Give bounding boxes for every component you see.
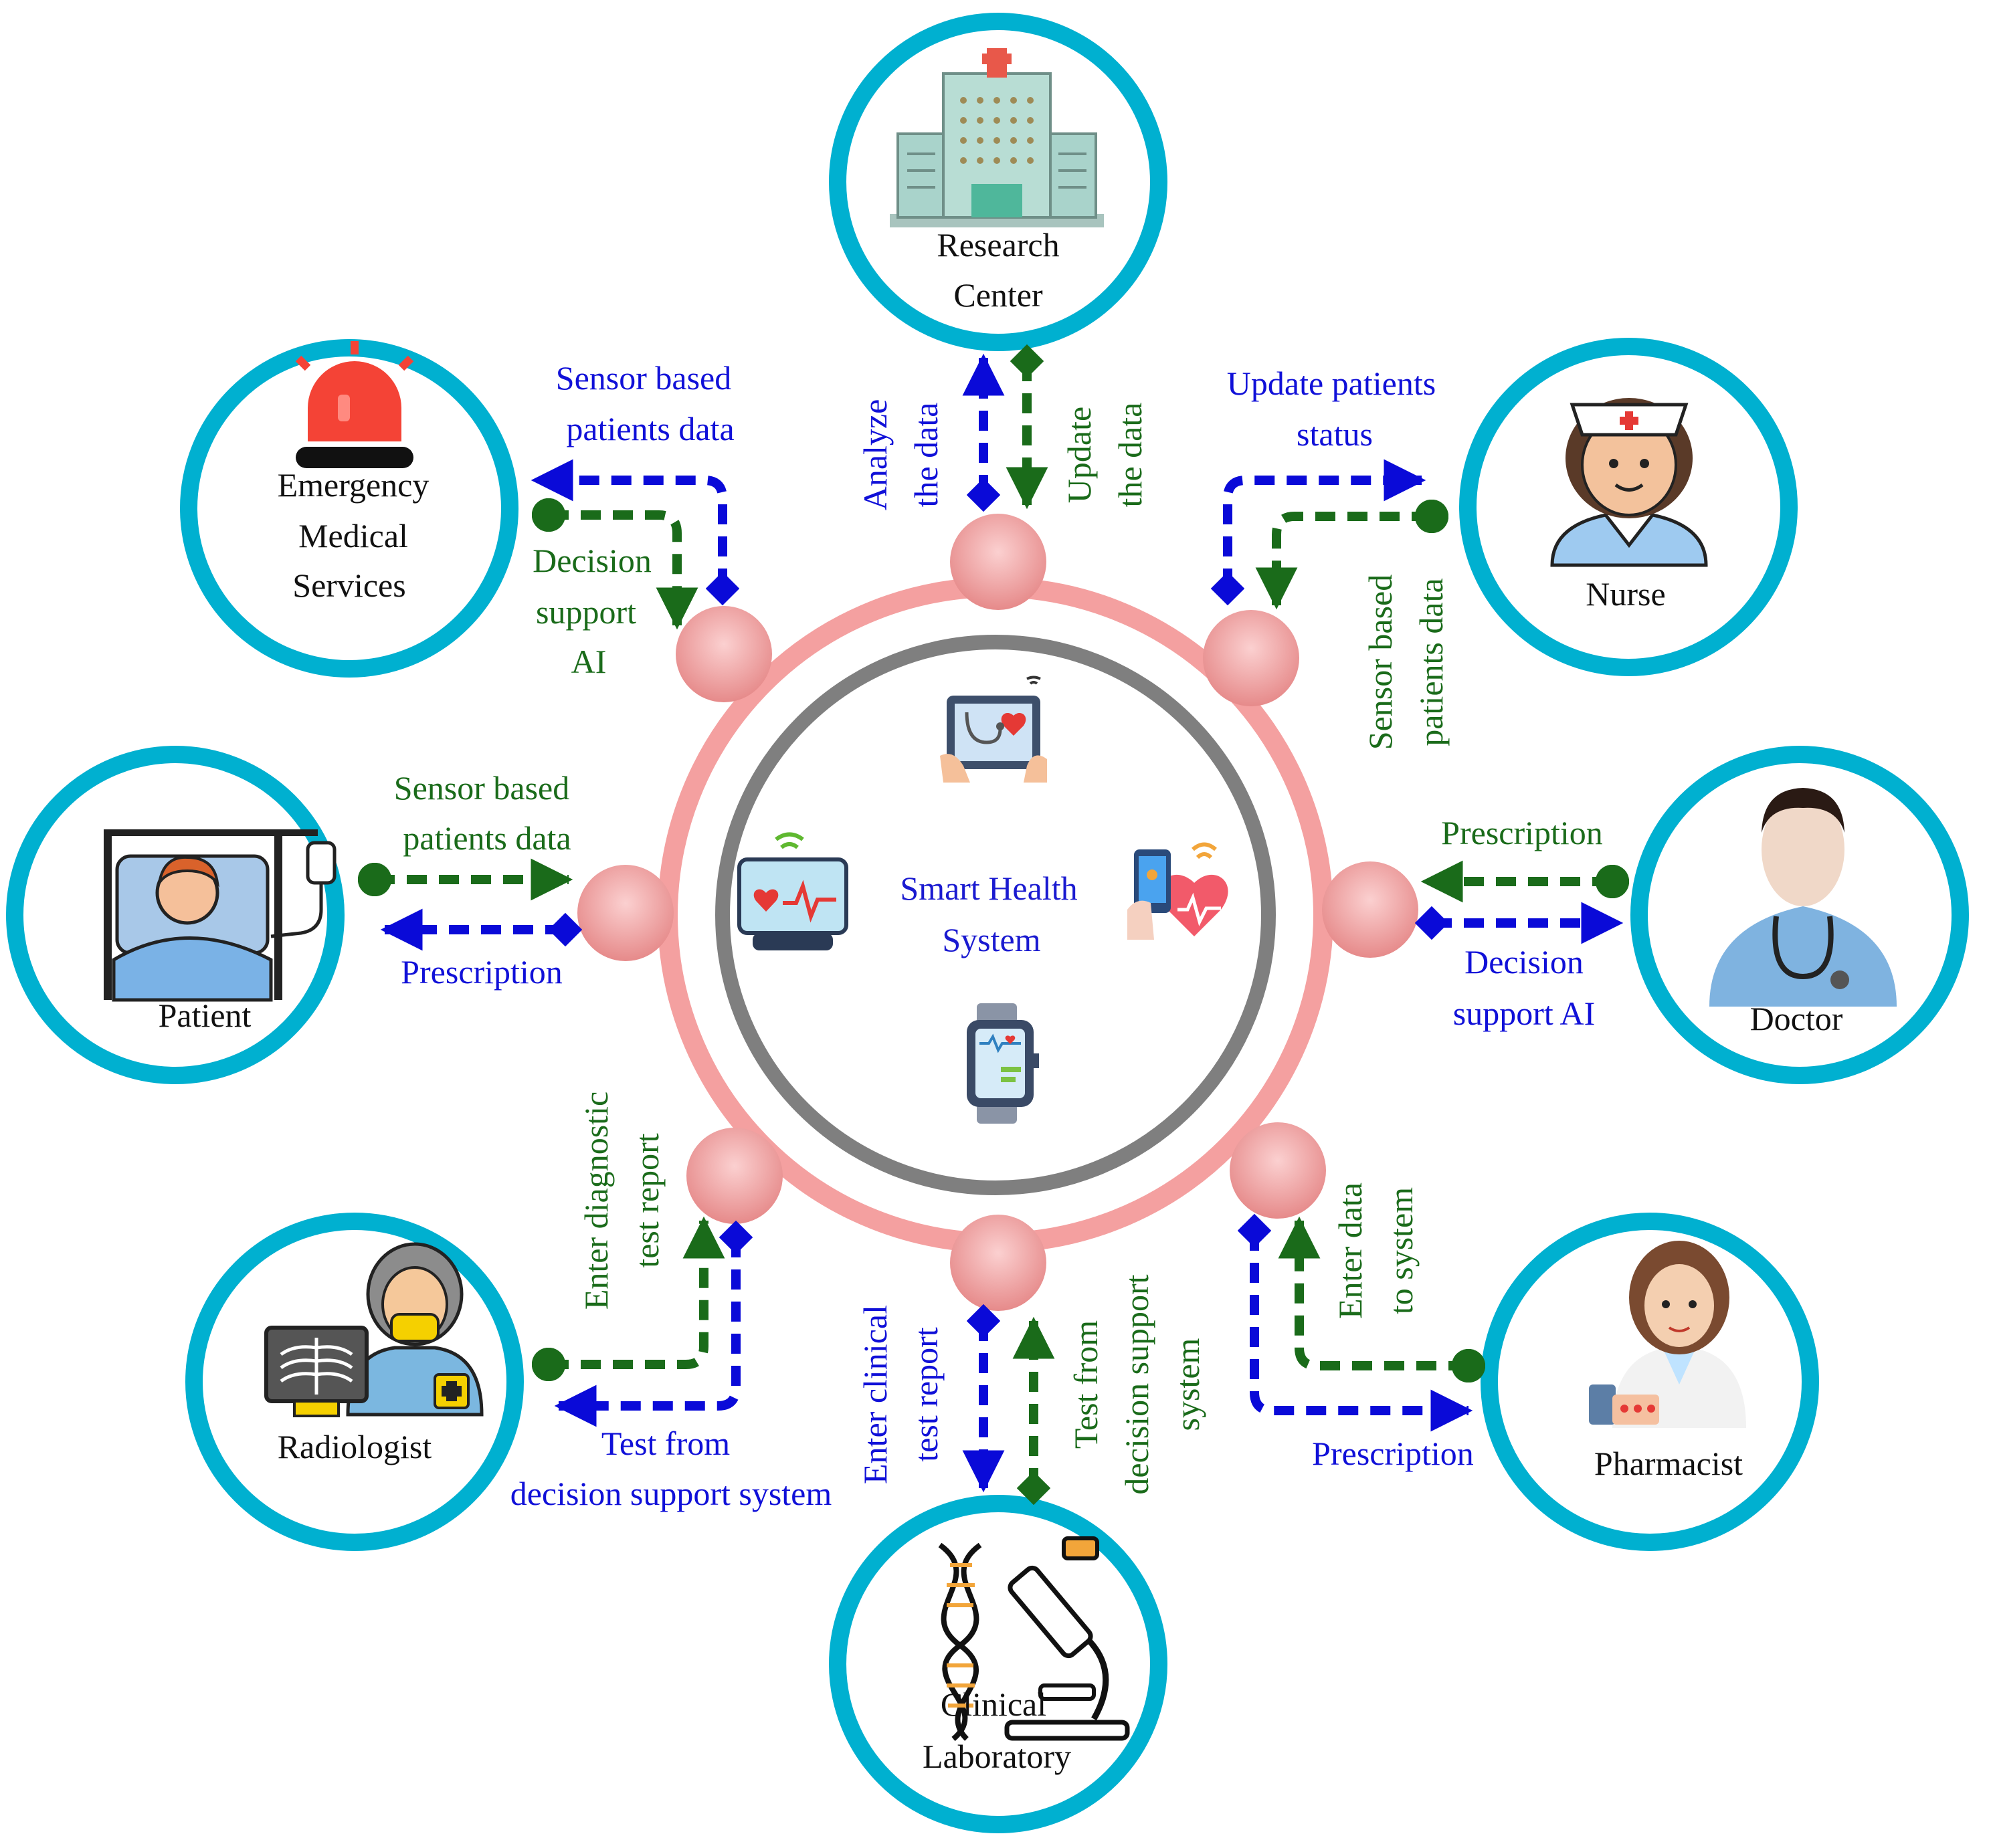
center-label-1: Smart Health: [900, 869, 1077, 907]
nurse-in-label-1: Sensor based: [1361, 575, 1399, 750]
hub-top: [950, 514, 1046, 610]
alarm-siren-icon: [295, 341, 414, 468]
ems-green-arrow: [531, 498, 698, 630]
lab-out-label-2: test report: [907, 1327, 945, 1461]
nurse-in-label-2: patients data: [1412, 578, 1450, 746]
pharm-in-label-1: Enter data: [1331, 1183, 1369, 1319]
entity-circles: [6, 13, 1969, 1833]
ems-out-label-2: patients data: [566, 410, 734, 447]
lab-out-label-1: Enter clinical: [856, 1305, 894, 1484]
nurse-blue-arrow: [1210, 459, 1426, 606]
lab-in-label-3: system: [1169, 1338, 1206, 1431]
ems-label-1: Emergency: [278, 466, 430, 504]
inner-ring: [715, 635, 1276, 1195]
ems-label-3: Services: [292, 567, 405, 604]
nurse-green-arrow: [1255, 499, 1449, 610]
doctor-out-label-2: support AI: [1453, 995, 1596, 1032]
flow-arrows: [357, 344, 1630, 1506]
radiologist-icon: [264, 1242, 484, 1417]
ems-in-label-3: AI: [571, 643, 607, 680]
tablet-telemedicine-icon: [940, 676, 1047, 783]
nurse-out-label-1: Update patients: [1227, 365, 1436, 402]
hub-top-left: [676, 606, 772, 702]
research-label-1: Research: [937, 226, 1059, 264]
nurse-icon: [1550, 398, 1708, 567]
pharm-in-label-2: to system: [1382, 1187, 1420, 1314]
pharmacist-icon: [1589, 1241, 1746, 1428]
radio-in-label-1: Enter diagnostic: [577, 1092, 615, 1310]
hub-bottom-right: [1230, 1122, 1326, 1219]
ems-out-label-1: Sensor based: [556, 359, 731, 397]
doctor-in-label: Prescription: [1441, 814, 1603, 851]
pharmacist-green-arrow: [1278, 1216, 1486, 1383]
patient-label: Patient: [159, 997, 252, 1034]
lab-node: [829, 1495, 1167, 1833]
hub-right: [1322, 861, 1418, 958]
microscope-dna-icon: [938, 1536, 1130, 1742]
patient-in-label-1: Sensor based: [394, 769, 569, 807]
lab-in-label-2: decision support: [1118, 1274, 1155, 1494]
nurse-label: Nurse: [1586, 575, 1665, 613]
research-label-2: Center: [953, 276, 1043, 314]
lab-in-label-1: Test from: [1067, 1320, 1105, 1449]
lab-label-2: Laboratory: [923, 1738, 1071, 1775]
doctor-out-label-1: Decision: [1464, 943, 1584, 981]
ems-in-label-1: Decision: [533, 542, 652, 579]
patient-out-label: Prescription: [401, 953, 563, 991]
smartwatch-icon: [967, 1003, 1039, 1124]
pharmacist-blue-arrow: [1237, 1213, 1473, 1432]
ems-label-2: Medical: [298, 517, 408, 554]
doctor-label: Doctor: [1750, 1000, 1843, 1037]
lab-label-1: Clinical: [941, 1685, 1046, 1723]
research-in-label-2: the data: [1111, 403, 1149, 508]
hub-left: [577, 865, 674, 961]
radiologist-green-arrow: [531, 1216, 725, 1382]
research-out-label-1: Analyze: [856, 399, 894, 511]
heart-monitor-icon: [737, 832, 848, 950]
research-in-label-1: Update: [1060, 407, 1098, 503]
radio-out-label-1: Test from: [601, 1425, 730, 1462]
hospital-icon: [890, 48, 1104, 227]
ems-blue-arrow: [531, 459, 740, 606]
pharm-out-label: Prescription: [1312, 1435, 1474, 1472]
radiologist-label: Radiologist: [278, 1428, 432, 1465]
radio-out-label-2: decision support system: [510, 1475, 832, 1512]
ems-node: [180, 339, 518, 678]
hub-top-right: [1203, 610, 1299, 706]
pharmacist-label: Pharmacist: [1594, 1445, 1743, 1482]
research-out-label-2: the data: [907, 403, 945, 508]
radiologist-blue-arrow: [554, 1220, 753, 1427]
ems-in-label-2: support: [536, 593, 636, 631]
hub-bottom-left: [686, 1128, 783, 1224]
hub-bottom: [950, 1215, 1046, 1311]
doctor-icon: [1709, 788, 1897, 1007]
radio-in-label-2: test report: [628, 1133, 666, 1267]
center-label-2: System: [942, 921, 1040, 958]
nurse-out-label-2: status: [1297, 415, 1373, 453]
patient-bed-icon: [104, 829, 337, 1002]
patient-in-label-2: patients data: [403, 819, 571, 857]
phone-heart-icon: [1127, 842, 1228, 940]
ring-hubs: [577, 514, 1418, 1311]
